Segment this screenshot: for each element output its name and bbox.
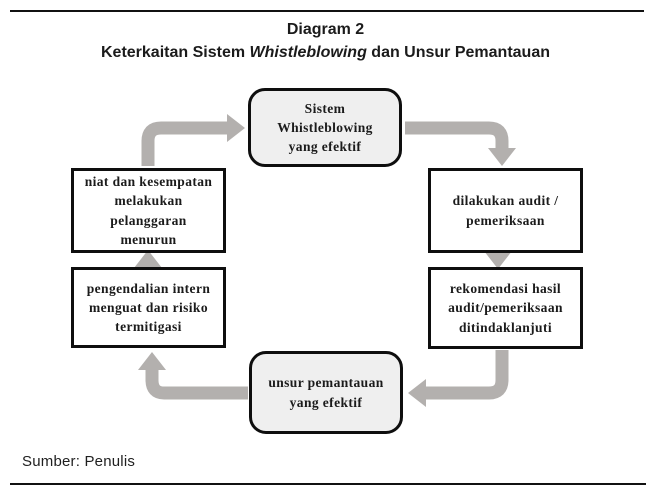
arrow-sistem-to-audit xyxy=(405,121,516,166)
node-niat-kesempatan-label: niat dan kesempatan melakukan pelanggara… xyxy=(84,174,213,247)
node-rekomendasi-hasil: rekomendasi hasil audit/pemeriksaan diti… xyxy=(428,267,583,349)
bottom-rule xyxy=(10,483,646,485)
node-pengendalian-intern: pengendalian intern menguat dan risiko t… xyxy=(71,267,226,348)
subtitle-prefix: Keterkaitan Sistem xyxy=(101,44,250,61)
node-sistem-whistleblowing: Sistem Whistleblowing yang efektif xyxy=(248,88,402,167)
node-rekomendasi-hasil-label: rekomendasi hasil audit/pemeriksaan diti… xyxy=(448,281,563,335)
diagram-title: Diagram 2 xyxy=(286,21,365,38)
node-unsur-pemantauan-label: unsur pemantauan yang efektif xyxy=(268,375,384,410)
node-unsur-pemantauan: unsur pemantauan yang efektif xyxy=(249,351,403,434)
node-niat-kesempatan: niat dan kesempatan melakukan pelanggara… xyxy=(71,168,226,253)
arrow-rekomendasi-to-unsur xyxy=(408,350,509,407)
arrow-niat-to-sistem xyxy=(141,114,245,166)
node-dilakukan-audit-label: dilakukan audit / pemeriksaan xyxy=(452,193,559,228)
node-dilakukan-audit: dilakukan audit / pemeriksaan xyxy=(428,168,583,253)
source-note: Sumber: Penulis xyxy=(22,453,136,470)
diagram-subtitle: Keterkaitan Sistem Whistleblowing dan Un… xyxy=(0,44,651,62)
node-pengendalian-intern-label: pengendalian intern menguat dan risiko t… xyxy=(86,280,211,335)
subtitle-suffix: dan Unsur Pemantauan xyxy=(366,44,550,61)
arrow-unsur-to-pengendalian xyxy=(138,352,248,400)
subtitle-italic-term: Whistleblowing xyxy=(249,44,367,61)
top-rule xyxy=(10,10,644,12)
node-sistem-whistleblowing-label: Sistem Whistleblowing yang efektif xyxy=(277,100,373,155)
